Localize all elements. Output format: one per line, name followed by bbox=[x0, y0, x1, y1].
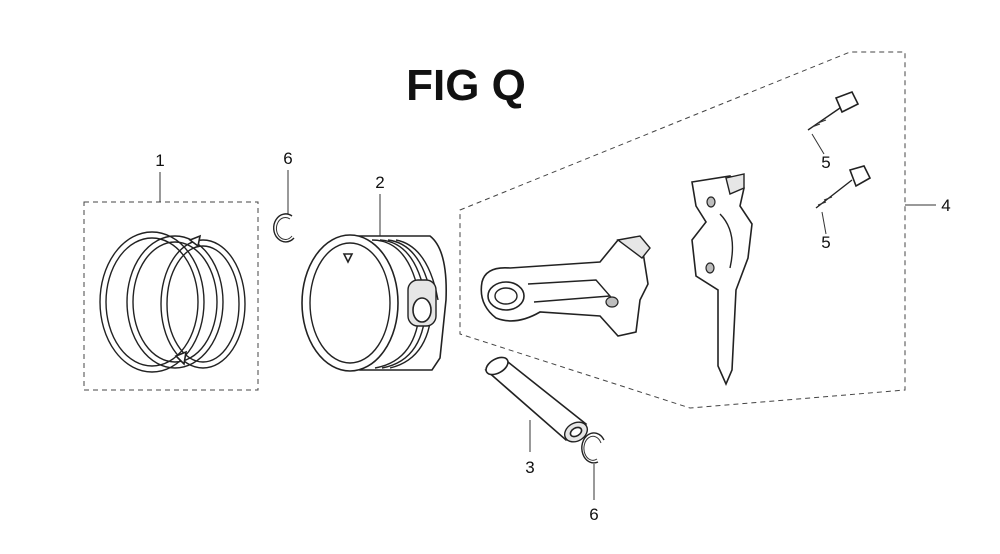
connecting-rod bbox=[480, 235, 651, 337]
piston-pin-clip-lower bbox=[581, 432, 605, 500]
callout-rod-bolt-lower: 5 bbox=[821, 233, 831, 252]
piston-pin bbox=[484, 356, 589, 452]
callout-clip-lower: 6 bbox=[589, 505, 599, 524]
callout-clip-upper: 6 bbox=[283, 149, 293, 168]
rod-bolt-upper bbox=[807, 90, 860, 155]
callout-piston-rings: 1 bbox=[155, 151, 165, 170]
connecting-rod-group-box bbox=[459, 51, 936, 409]
figure-title: FIG Q bbox=[406, 61, 526, 110]
piston bbox=[301, 194, 447, 372]
callout-connecting-rod-set: 4 bbox=[941, 196, 951, 215]
callout-piston-pin: 3 bbox=[525, 458, 535, 477]
callout-piston: 2 bbox=[375, 173, 385, 192]
rod-bolt-lower bbox=[815, 165, 872, 235]
piston-ring-group-box bbox=[83, 172, 259, 391]
piston-rings bbox=[99, 231, 246, 373]
callout-rod-bolt-upper: 5 bbox=[821, 153, 831, 172]
connecting-rod-cap bbox=[691, 173, 753, 386]
piston-pin-clip-upper bbox=[272, 170, 295, 243]
